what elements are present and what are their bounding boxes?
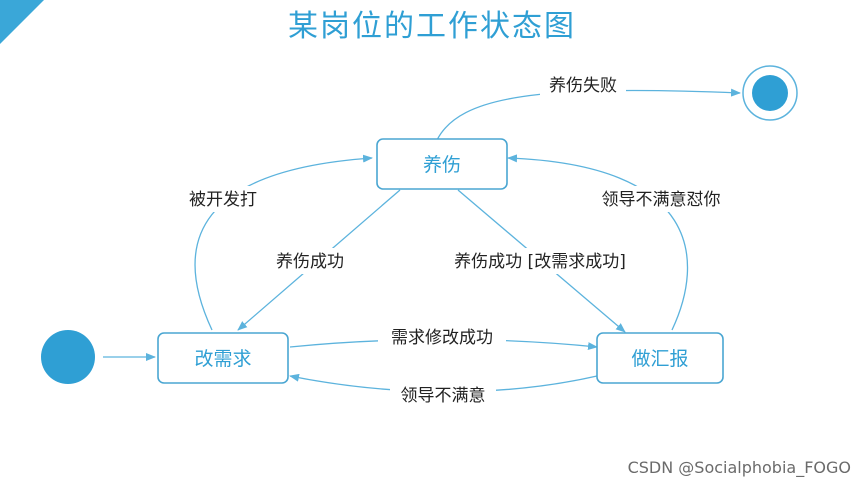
final-state-ring	[742, 65, 798, 121]
label-dissatisfied: 领导不满意	[401, 386, 486, 406]
label-heal-success-left: 养伤成功	[276, 252, 344, 272]
initial-state-dot	[41, 330, 95, 384]
edge-dissatisfied-beat	[507, 154, 689, 331]
label-heal-success-right: 养伤成功 [改需求成功]	[454, 252, 626, 272]
corner-decoration	[0, 0, 44, 44]
label-dissatisfied-beat: 领导不满意怼你	[602, 190, 721, 210]
final-state-dot	[752, 75, 788, 111]
watermark-text: CSDN @Socialphobia_FOGO	[627, 458, 851, 477]
state-change-box	[157, 332, 289, 384]
label-change-success: 需求修改成功	[391, 328, 493, 348]
label-heal-fail: 养伤失败	[549, 76, 617, 96]
state-heal-label: 养伤	[423, 154, 461, 176]
diagram-title: 某岗位的工作状态图	[288, 9, 576, 44]
label-beaten: 被开发打	[189, 190, 257, 210]
edge-beaten	[194, 154, 373, 331]
state-heal-box	[376, 138, 508, 190]
state-report-label: 做汇报	[631, 348, 688, 370]
state-report-box	[596, 332, 724, 384]
state-change-label: 改需求	[194, 348, 251, 370]
edge-heal-fail	[436, 88, 741, 141]
